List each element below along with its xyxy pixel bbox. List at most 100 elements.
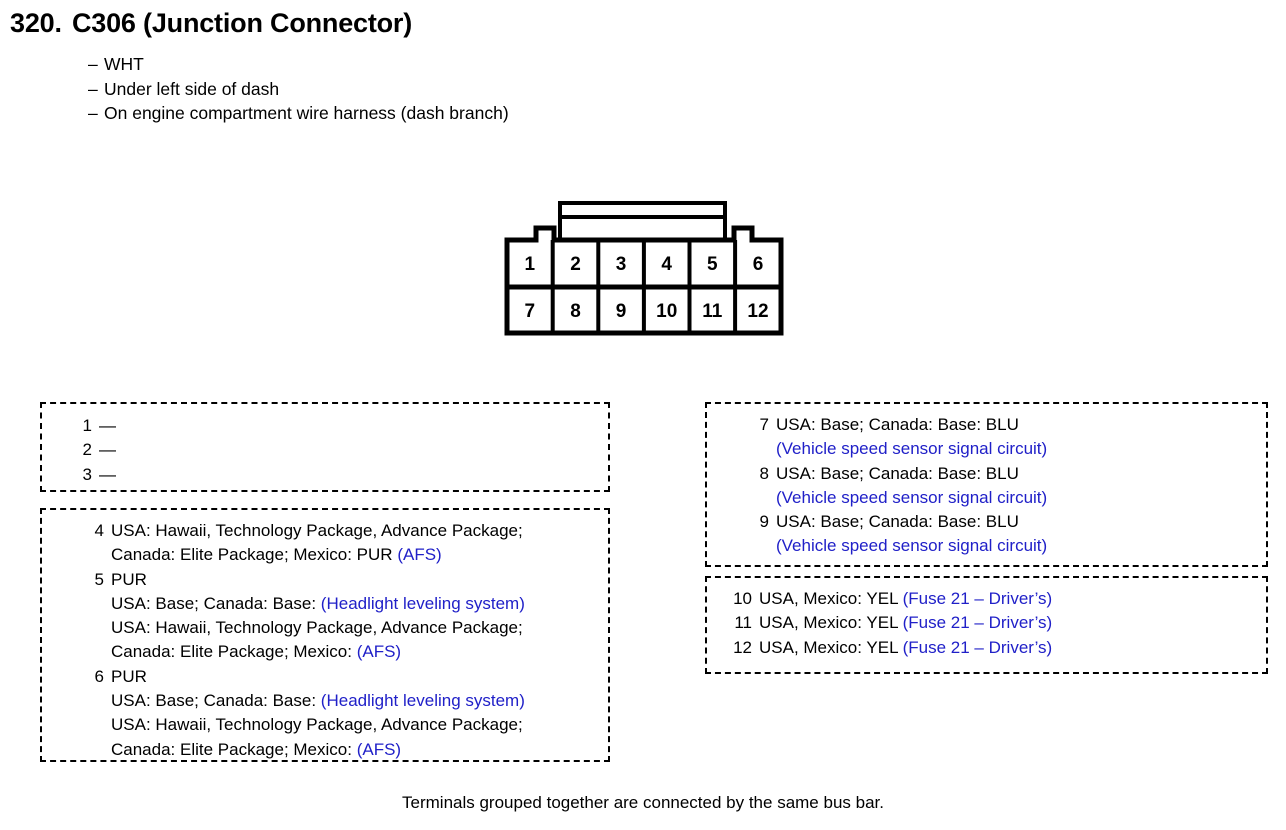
circuit-name: (Fuse 21 – Driver’s) — [902, 637, 1053, 657]
terminal-description-line: PUR — [111, 568, 608, 592]
terminal-description-line: Canada: Elite Package; Mexico: (AFS) — [111, 640, 608, 664]
terminal-description-line: Canada: Elite Package; Mexico: PUR (AFS) — [111, 543, 608, 567]
terminal-description-line: USA: Base; Canada: Base: BLU — [776, 462, 1266, 486]
terminal-description-line: USA: Base; Canada: Base: (Headlight leve… — [111, 689, 608, 713]
wire-color-text: USA: Base; Canada: Base: — [111, 691, 321, 711]
wire-color-text: — — [99, 440, 116, 460]
terminal-number: 7 — [759, 415, 769, 434]
connector-pin-4: 4 — [661, 254, 672, 275]
terminal-description: USA, Mexico: YEL (Fuse 21 – Driver’s) — [759, 587, 1266, 611]
attribute-line-3: –On engine compartment wire harness (das… — [88, 101, 509, 126]
terminal-description-line: USA: Base; Canada: Base: (Headlight leve… — [111, 592, 608, 616]
connector-pin-7: 7 — [525, 301, 536, 322]
wire-color-text: Canada: Elite Package; Mexico: — [111, 642, 357, 662]
terminal-description-line: (Vehicle speed sensor signal circuit) — [776, 534, 1266, 558]
terminal-entry-8: 8 USA: Base; Canada: Base: BLU (Vehicle sp… — [755, 462, 1266, 511]
attribute-text: On engine compartment wire harness (dash… — [104, 103, 509, 123]
terminal-description: USA: Hawaii, Technology Package, Advance… — [111, 519, 608, 568]
circuit-name: (Fuse 21 – Driver’s) — [902, 613, 1053, 633]
terminal-number: 2 — [82, 440, 92, 460]
terminal-entry-11: 11 USA, Mexico: YEL (Fuse 21 – Driver’s) — [723, 611, 1266, 635]
terminal-description-line: (Vehicle speed sensor signal circuit) — [776, 486, 1266, 510]
terminal-number: 10 — [733, 589, 752, 608]
connector-pin-11: 11 — [702, 301, 723, 322]
wire-color-text: USA: Base; Canada: Base: BLU — [776, 415, 1019, 434]
terminal-description-line: USA: Hawaii, Technology Package, Advance… — [111, 519, 608, 543]
terminal-number: 11 — [734, 613, 752, 633]
connector-pin-5: 5 — [707, 254, 718, 275]
terminal-entry-4: 4 USA: Hawaii, Technology Package, Advanc… — [90, 519, 608, 568]
terminal-number: 3 — [82, 464, 92, 484]
bus-bar-note: Terminals grouped together are connected… — [402, 793, 884, 812]
terminal-description: USA, Mexico: YEL (Fuse 21 – Driver’s) — [759, 611, 1266, 635]
terminal-description-line: USA, Mexico: YEL (Fuse 21 – Driver’s) — [759, 587, 1266, 611]
terminal-description: PUR USA: Base; Canada: Base: (Headlight l… — [111, 568, 608, 665]
circuit-name: (AFS) — [397, 545, 442, 565]
circuit-name: (Fuse 21 – Driver’s) — [902, 589, 1053, 608]
terminal-description-line: USA: Hawaii, Technology Package, Advance… — [111, 713, 608, 737]
terminal-number: 4 — [94, 521, 104, 540]
wire-color-text: USA, Mexico: YEL — [759, 613, 903, 633]
connector-tab — [558, 201, 727, 243]
terminal-entry-6: 6 PUR USA: Base; Canada: Base: (Headlight … — [90, 665, 608, 762]
connector-name: C306 (Junction Connector) — [72, 8, 413, 38]
terminal-number: 8 — [759, 463, 769, 483]
terminal-entry-5: 5 PUR USA: Base; Canada: Base: (Headlight … — [90, 568, 608, 665]
circuit-name: (AFS) — [356, 642, 402, 662]
connector-pin-9: 9 — [616, 301, 627, 322]
bullet-dash-icon: – — [88, 103, 98, 123]
terminal-description: — — [99, 463, 608, 487]
terminal-description-line: — — [99, 414, 608, 438]
wire-color-text: PUR — [111, 666, 147, 686]
terminal-description: USA, Mexico: YEL (Fuse 21 – Driver’s) — [759, 636, 1266, 660]
terminal-number: 5 — [94, 569, 104, 589]
terminal-entry-1: 1— — [70, 414, 608, 438]
terminal-description: USA: Base; Canada: Base: BLU(Vehicle spe… — [776, 510, 1266, 559]
terminal-description-line: (Vehicle speed sensor signal circuit) — [776, 437, 1266, 461]
bullet-dash-icon: – — [88, 78, 98, 99]
circuit-name: (Headlight leveling system) — [320, 593, 525, 613]
wire-color-text: USA, Mexico: YEL — [759, 637, 903, 657]
terminal-description: USA: Base; Canada: Base: BLU (Vehicle spe… — [776, 462, 1266, 511]
wire-color-text: PUR — [111, 569, 147, 589]
attribute-text: Under left side of dash — [104, 78, 280, 99]
terminal-entry-2: 2— — [70, 438, 608, 462]
connector-pin-10: 10 — [656, 301, 677, 322]
wire-color-text: USA: Hawaii, Technology Package, Advance… — [111, 618, 523, 638]
wire-color-text: USA: Base; Canada: Base: BLU — [776, 463, 1019, 483]
terminal-description-line: PUR — [111, 665, 608, 689]
wire-color-text: — — [99, 464, 116, 484]
terminal-description-line: USA: Base; Canada: Base: BLU — [776, 510, 1266, 534]
page-title: 320. C306 (Junction Connector) — [10, 8, 412, 39]
circuit-name: (Vehicle speed sensor signal circuit) — [776, 536, 1048, 556]
circuit-name: (AFS) — [356, 739, 402, 759]
terminal-number: 9 — [759, 512, 769, 532]
terminal-entry-10: 10 USA, Mexico: YEL (Fuse 21 – Driver’s) — [723, 587, 1266, 611]
connector-pin-2: 2 — [570, 254, 581, 275]
wire-color-text: USA: Hawaii, Technology Package, Advance… — [111, 715, 523, 735]
wire-color-text: USA: Hawaii, Technology Package, Advance… — [111, 521, 523, 540]
wire-color-text: USA: Base; Canada: Base: — [111, 593, 321, 613]
wire-color-text: — — [99, 416, 116, 435]
terminal-description-line: USA: Hawaii, Technology Package, Advance… — [111, 616, 608, 640]
attribute-line-1: –WHT — [88, 52, 509, 77]
terminal-group-1-3: 1—2—3— — [40, 402, 610, 492]
terminal-description-line: — — [99, 438, 608, 462]
terminal-description: PUR USA: Base; Canada: Base: (Headlight l… — [111, 665, 608, 762]
terminal-description: — — [99, 438, 608, 462]
terminal-number: 1 — [82, 416, 92, 435]
terminal-description-line: USA, Mexico: YEL (Fuse 21 – Driver’s) — [759, 611, 1266, 635]
connector-pin-12: 12 — [747, 301, 768, 322]
terminal-entry-7: 7 USA: Base; Canada: Base: BLU (Vehicle sp… — [755, 413, 1266, 462]
connector-pin-8: 8 — [570, 301, 581, 322]
terminal-number: 6 — [94, 666, 104, 686]
page-number: 320. — [10, 8, 62, 38]
terminal-entry-3: 3— — [70, 463, 608, 487]
terminal-description-line: USA, Mexico: YEL (Fuse 21 – Driver’s) — [759, 636, 1266, 660]
wire-color-text: Canada: Elite Package; Mexico: PUR — [111, 545, 398, 565]
wire-color-text: USA, Mexico: YEL — [759, 589, 903, 608]
circuit-name: (Vehicle speed sensor signal circuit) — [776, 439, 1048, 459]
